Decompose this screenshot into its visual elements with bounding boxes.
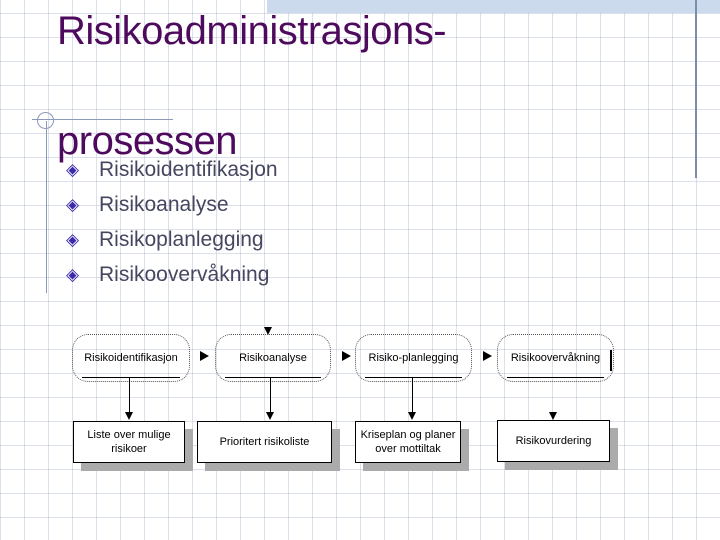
output-box-kriseplan: Kriseplan og planer over mottiltak	[355, 421, 461, 463]
output-label: Liste over mulige risikoer	[87, 429, 171, 455]
arrow-right-icon	[483, 351, 492, 361]
diamond-bullet-icon: ◈	[66, 264, 80, 284]
stage-box-risikoidentifikasjon: Risikoidentifikasjon	[72, 334, 190, 382]
stage-box-risiko-planlegging: Risiko-planlegging	[355, 334, 472, 382]
bullet-item: ◈ Risikoplanlegging	[66, 222, 278, 257]
bullet-label: Risikoanalyse	[99, 192, 229, 216]
bullet-label: Risikoovervåkning	[99, 262, 270, 286]
arrow-right-icon	[342, 351, 351, 361]
bullet-list: ◈ Risikoidentifikasjon ◈ Risikoanalyse ◈…	[66, 152, 278, 292]
output-label: Prioritert risikoliste	[219, 436, 310, 448]
connector-line	[412, 377, 413, 413]
left-vertical-line	[46, 121, 47, 293]
stage-underline	[507, 377, 604, 378]
arrow-down-icon	[125, 412, 133, 420]
arrow-down-icon	[408, 412, 416, 420]
stage-label: Risikoovervåkning	[510, 352, 601, 364]
connector-line	[129, 377, 130, 413]
right-accent-line	[695, 0, 697, 178]
top-accent-band	[267, 0, 720, 13]
arrow-down-icon	[266, 412, 274, 420]
page-title-line1: Risikoadministrasjons-	[57, 9, 447, 53]
output-box-liste-over-mulige-risikoer: Liste over mulige risikoer	[73, 421, 185, 463]
output-label: Risikovurdering	[515, 435, 592, 447]
page-title-line2: prosessen	[57, 119, 238, 163]
output-box-risikovurdering: Risikovurdering	[497, 420, 610, 462]
stage-underline	[82, 377, 180, 378]
feedback-arrow-down-icon	[264, 327, 272, 335]
diamond-bullet-icon: ◈	[66, 229, 80, 249]
stage-underline	[225, 377, 321, 378]
stage-box-risikoovervakning: Risikoovervåkning	[497, 334, 614, 382]
connector-line	[270, 377, 271, 413]
stage-label: Risiko-planlegging	[368, 352, 459, 364]
page-title: Risikoadministrasjons- prosessen	[57, 4, 677, 169]
title-underline-line	[32, 119, 173, 120]
arrow-down-icon	[549, 412, 557, 420]
output-box-prioritert-risikoliste: Prioritert risikoliste	[197, 421, 332, 463]
title-anchor-circle-icon	[37, 112, 54, 129]
arrow-right-icon	[200, 351, 209, 361]
stage-underline	[365, 377, 462, 378]
bullet-item: ◈ Risikoidentifikasjon	[66, 152, 278, 187]
stage-box-risikoanalyse: Risikoanalyse	[215, 334, 331, 382]
bullet-label: Risikoplanlegging	[99, 227, 264, 251]
output-label: Kriseplan og planer over mottiltak	[360, 429, 456, 455]
stage-label: Risikoidentifikasjon	[84, 352, 178, 364]
diamond-bullet-icon: ◈	[66, 194, 80, 214]
bullet-item: ◈ Risikoanalyse	[66, 187, 278, 222]
bullet-item: ◈ Risikoovervåkning	[66, 257, 278, 292]
diamond-bullet-icon: ◈	[66, 159, 80, 179]
stage4-text-cursor-bar	[610, 350, 612, 371]
bullet-label: Risikoidentifikasjon	[99, 157, 278, 181]
stage-label: Risikoanalyse	[239, 352, 307, 364]
